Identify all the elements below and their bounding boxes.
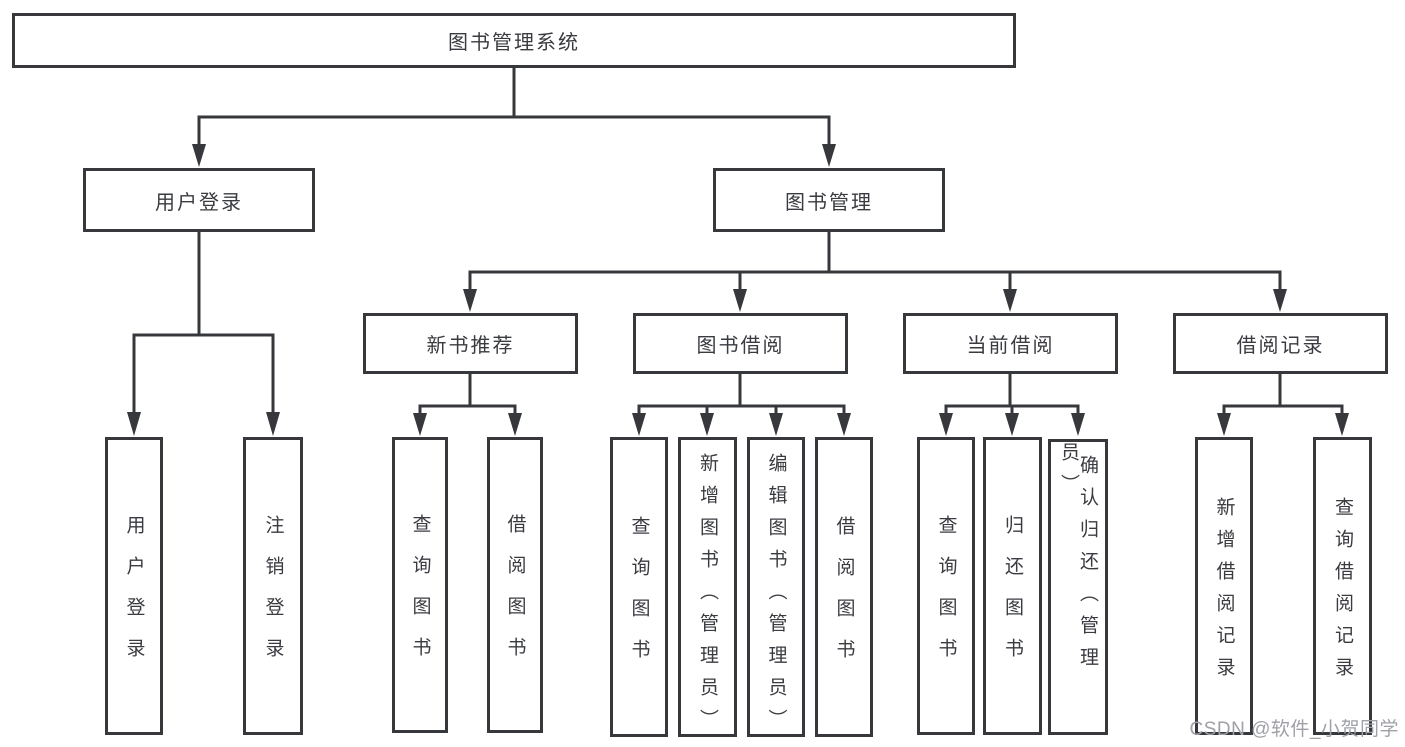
node-borrowing-records: 借阅记录 xyxy=(1173,313,1388,374)
node-book-management: 图书管理 xyxy=(713,168,945,232)
watermark: CSDN @软件_小贺同学 xyxy=(1189,719,1399,740)
leaf-current-query-books: 查询图书 xyxy=(917,437,975,735)
leaf-borrowing-add-books-admin: 新增图书（管理员） xyxy=(678,437,737,741)
leaf-records-add-record: 新增借阅记录 xyxy=(1195,437,1253,735)
node-current-borrowing: 当前借阅 xyxy=(903,313,1118,374)
leaf-recommend-borrow-books: 借阅图书 xyxy=(487,437,543,733)
leaf-recommend-query-books: 查询图书 xyxy=(392,437,448,733)
node-new-book-recommend: 新书推荐 xyxy=(363,313,578,374)
leaf-current-return-books: 归还图书 xyxy=(983,437,1042,735)
leaf-logout-login: 注销登录 xyxy=(243,437,303,735)
node-user-login: 用户登录 xyxy=(83,168,315,232)
node-root: 图书管理系统 xyxy=(12,13,1016,68)
node-book-borrowing: 图书借阅 xyxy=(633,313,848,374)
leaf-records-query-record: 查询借阅记录 xyxy=(1313,437,1372,735)
leaf-user-login: 用户登录 xyxy=(105,437,163,735)
leaf-borrowing-edit-books-admin: 编辑图书（管理员） xyxy=(747,437,805,741)
arrowheads xyxy=(127,144,1349,436)
leaf-borrowing-query-books: 查询图书 xyxy=(610,437,668,737)
leaf-borrowing-borrow-books: 借阅图书 xyxy=(815,437,873,737)
leaf-current-confirm-return-admin: 确认归还（管理员） xyxy=(1048,439,1108,735)
